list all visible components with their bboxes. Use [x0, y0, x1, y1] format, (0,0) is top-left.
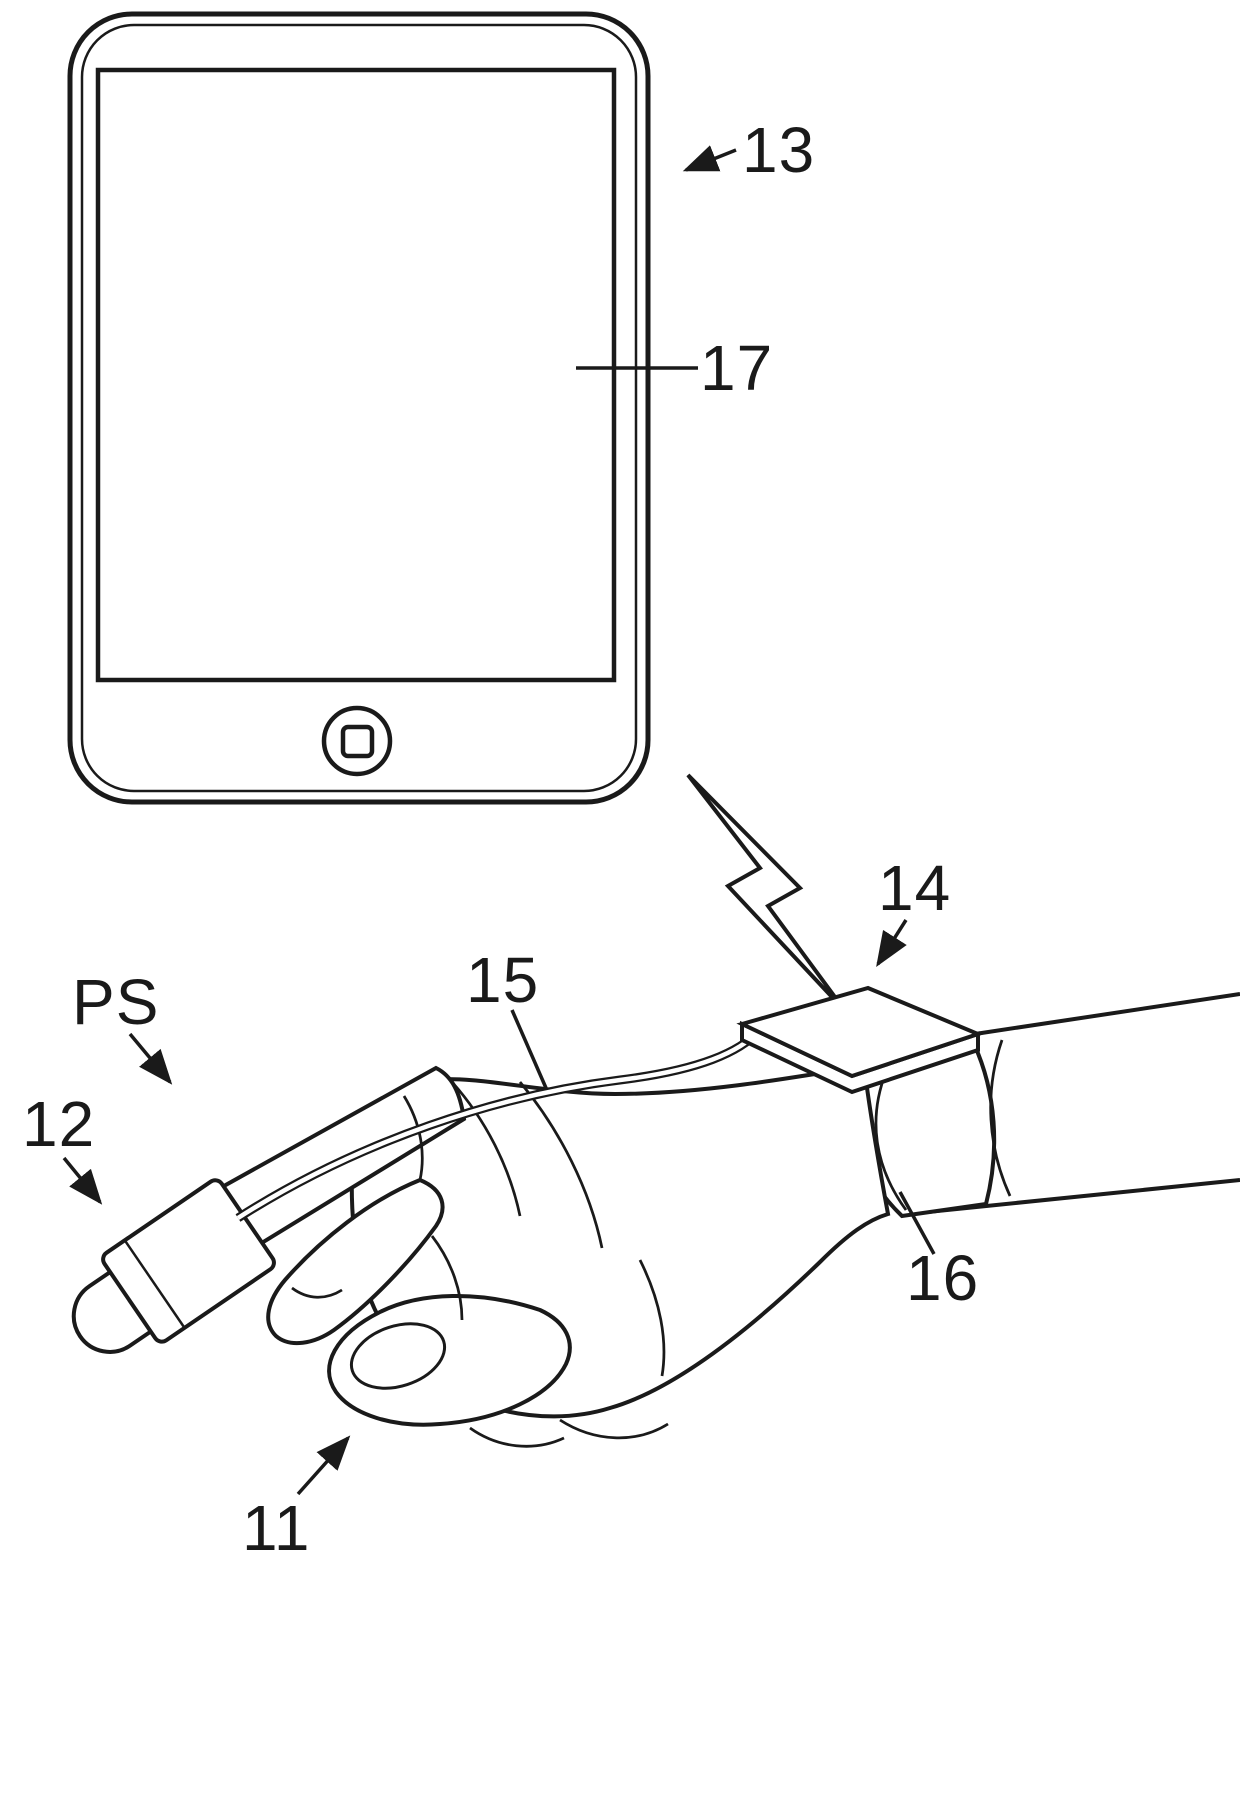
sensor-tip: [71, 1266, 158, 1354]
screen-label: 17: [700, 332, 773, 404]
wireless-bolt-icon: [686, 773, 848, 1014]
sensor-cable: [235, 1026, 764, 1222]
tablet-body-inner-outline: [80, 23, 638, 793]
module-top-face: [736, 985, 984, 1079]
leader-arrow-sensor: [62, 1156, 103, 1205]
cable-label: 15: [466, 944, 539, 1016]
sensor-module: [736, 985, 984, 1095]
reference-labels: 13 17 14 15 PS 12 16 11: [22, 114, 979, 1564]
sensor-cap-seam: [123, 1239, 186, 1329]
leader-arrow-module: [876, 919, 908, 967]
tablet-screen: [95, 67, 617, 683]
ps-label: PS: [72, 966, 159, 1038]
leader-line-cable: [510, 1009, 548, 1089]
forearm-top-line: [974, 992, 1240, 1036]
device-label: 13: [742, 114, 815, 186]
tablet-device: [67, 11, 651, 805]
middle-finger: [266, 1177, 445, 1346]
wrist-band-outer-curve: [989, 1039, 1012, 1197]
middle-finger-crease: [291, 1286, 343, 1299]
wrist-band-inner-curve: [874, 1071, 908, 1211]
leader-arrow-hand: [296, 1435, 351, 1496]
home-button-ring: [321, 705, 393, 777]
cable-core: [236, 1028, 762, 1220]
module-label: 14: [878, 852, 951, 924]
thumb-nail: [349, 1322, 447, 1390]
tablet-body-outline: [67, 11, 651, 805]
home-button: [321, 705, 393, 777]
home-button-icon: [340, 724, 375, 759]
wrist-band: [852, 1039, 1012, 1219]
wristband-label: 16: [906, 1242, 979, 1314]
hand-label: 11: [242, 1492, 310, 1564]
sensor-label: 12: [22, 1088, 95, 1160]
fingertip-sensor: [71, 1178, 276, 1354]
leader-arrow-device: [682, 145, 737, 172]
sensor-cap: [101, 1178, 276, 1344]
leader-arrow-ps: [128, 1032, 173, 1085]
leader-line-wristband: [898, 1191, 936, 1255]
